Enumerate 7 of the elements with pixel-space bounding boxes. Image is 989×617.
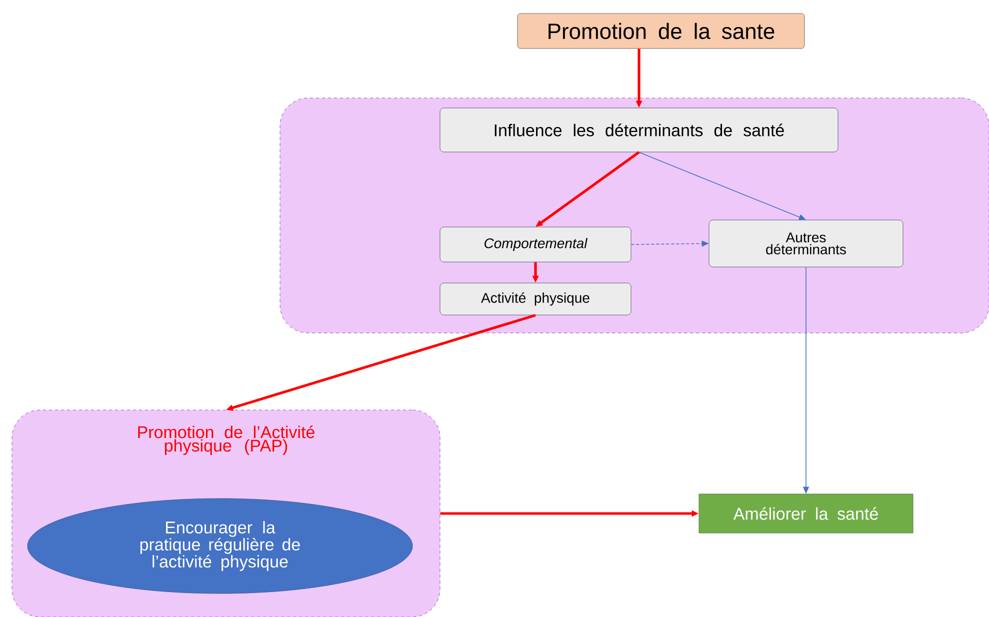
process-box: Activité physique	[440, 282, 632, 316]
process-box: Autres déterminants	[708, 220, 904, 268]
process-box: Comportemental	[440, 226, 632, 262]
result-box: Améliorer la santé	[698, 494, 914, 534]
title-box: Promotion de la sante	[517, 13, 805, 49]
ellipse-node: Encourager la pratique régulière de l’activité physique	[27, 498, 413, 594]
process-box: Influence les déterminants de santé	[440, 108, 838, 152]
